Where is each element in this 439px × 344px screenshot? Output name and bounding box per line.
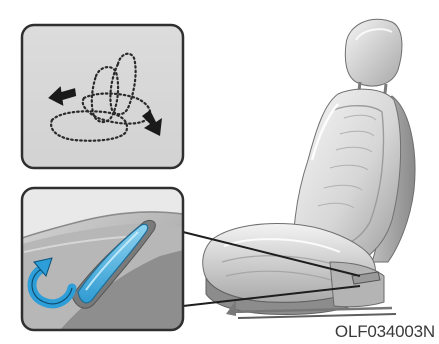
seat-motion-inset xyxy=(22,25,183,168)
car-seat-illustration xyxy=(203,19,415,318)
figure-code: OLF034003N xyxy=(335,322,435,342)
